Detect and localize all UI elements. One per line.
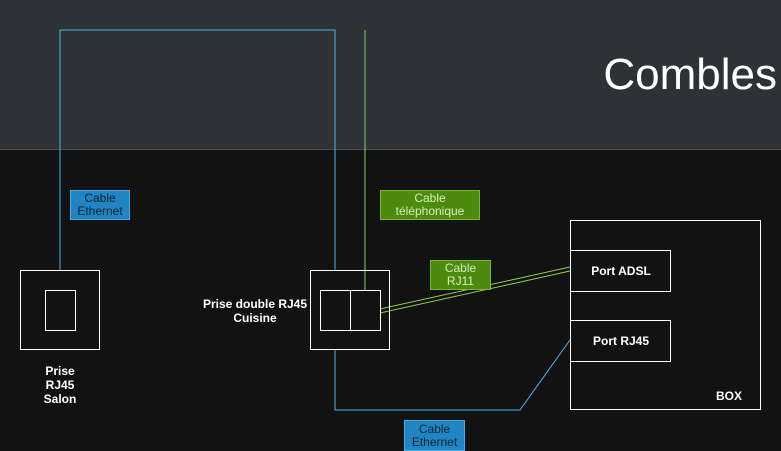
rj11-cable-wire-b bbox=[379, 270, 571, 314]
ethernet-cable-tag-bottom: Cable Ethernet bbox=[404, 420, 465, 451]
kitchen-outlet-label: Prise double RJ45 Cuisine bbox=[202, 297, 308, 325]
ethernet-cable-tag-top: Cable Ethernet bbox=[70, 190, 130, 220]
port-adsl: Port ADSL bbox=[570, 250, 671, 292]
salon-outlet bbox=[20, 270, 100, 350]
attic-area: Combles bbox=[0, 0, 781, 150]
salon-outlet-socket bbox=[45, 290, 76, 331]
kitchen-outlet bbox=[310, 270, 390, 350]
kitchen-outlet-socket-right bbox=[350, 290, 381, 331]
kitchen-outlet-socket-left bbox=[320, 290, 351, 331]
internet-box: Port ADSL Port RJ45 BOX bbox=[570, 220, 761, 410]
salon-outlet-label: Prise RJ45 Salon bbox=[43, 364, 77, 406]
ethernet-cable-box-wire bbox=[334, 339, 571, 411]
attic-title: Combles bbox=[603, 50, 777, 99]
box-label: BOX bbox=[715, 389, 742, 403]
port-rj45-label: Port RJ45 bbox=[592, 334, 650, 348]
port-adsl-label: Port ADSL bbox=[591, 264, 651, 278]
port-rj45: Port RJ45 bbox=[570, 320, 671, 362]
phone-cable-tag: Cable téléphonique bbox=[380, 190, 480, 220]
rj11-cable-tag: Cable RJ11 bbox=[430, 260, 491, 290]
ethernet-cable-salon-wire bbox=[59, 29, 336, 270]
